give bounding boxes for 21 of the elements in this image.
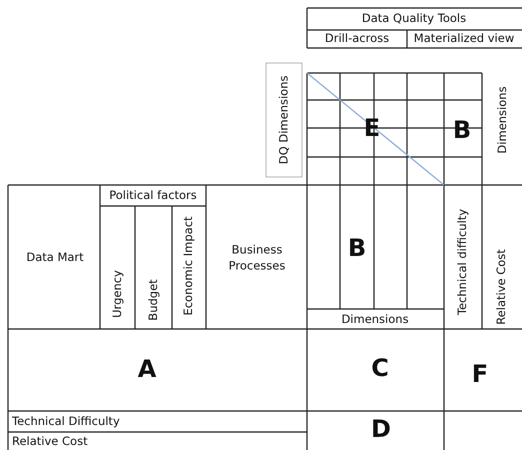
- section-letter: D: [371, 414, 391, 445]
- column-header: Political factors: [109, 188, 197, 204]
- column-header: Urgency: [110, 270, 126, 318]
- column-header: Materialized view: [414, 31, 514, 47]
- column-header: Data Quality Tools: [362, 11, 466, 27]
- column-header: Dimensions: [495, 86, 510, 154]
- column-header: Business Processes: [228, 242, 286, 274]
- column-header: Drill-across: [324, 31, 390, 47]
- section-letter: C: [371, 352, 389, 384]
- row-header: Technical Difficulty: [12, 414, 120, 430]
- section-letter: F: [472, 358, 488, 390]
- section-letter: A: [138, 354, 156, 385]
- row-header: Relative Cost: [12, 434, 88, 450]
- column-header: Economic Impact: [181, 216, 196, 316]
- row-header: Data Mart: [26, 250, 84, 266]
- column-header: Dimensions: [341, 312, 409, 328]
- column-header: Budget: [146, 279, 162, 321]
- header-text: DQ Dimensions: [276, 76, 292, 164]
- column-header: Technical difficulty: [455, 208, 470, 316]
- column-header: Relative Cost: [494, 249, 510, 325]
- section-letter: B: [348, 232, 366, 264]
